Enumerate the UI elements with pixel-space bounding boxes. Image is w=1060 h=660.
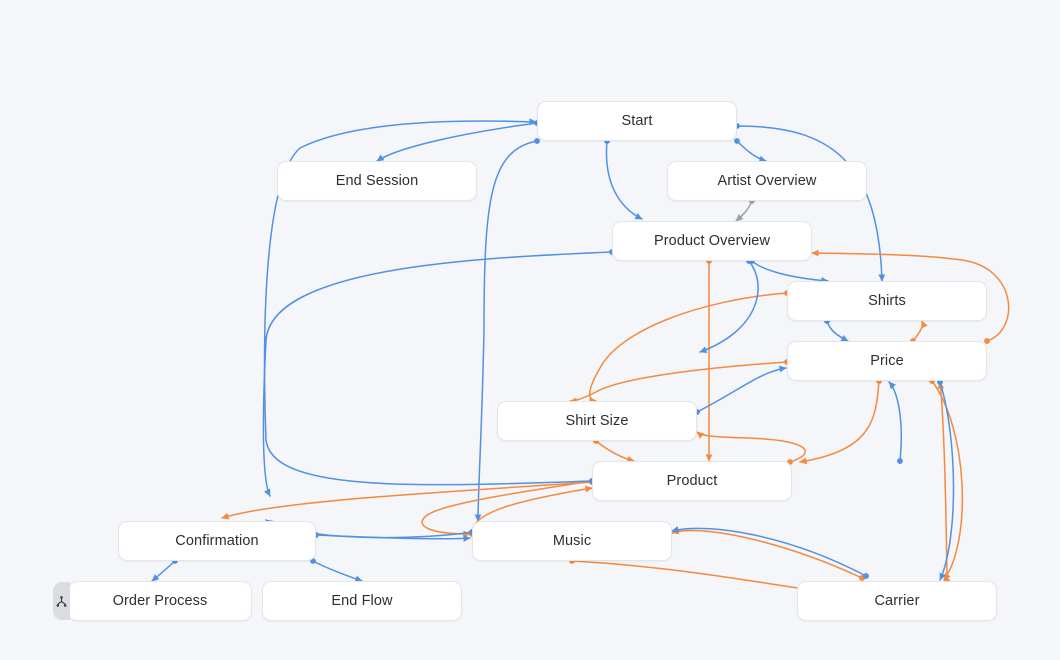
node-price[interactable]: Price: [787, 341, 987, 381]
edge-start-to-product_overview[interactable]: [604, 138, 643, 220]
node-label-carrier: Carrier: [874, 593, 920, 609]
node-label-product: Product: [666, 473, 718, 489]
node-label-start: Start: [621, 113, 653, 129]
edge-price-to-product[interactable]: [799, 378, 882, 465]
node-label-end_session: End Session: [335, 173, 419, 189]
hierarchy-icon[interactable]: [53, 582, 70, 620]
edge-product_overview-to-start[interactable]: [262, 249, 615, 497]
node-end_session[interactable]: End Session: [277, 161, 477, 201]
node-order_process[interactable]: Order Process: [53, 581, 252, 621]
edge-price-to-shirt_size[interactable]: [569, 359, 790, 405]
node-label-shirt_size: Shirt Size: [565, 413, 629, 429]
node-label-end_flow: End Flow: [331, 593, 393, 609]
edge-shirts-to-price[interactable]: [824, 318, 849, 342]
edge-carrier-to-price[interactable]: [937, 381, 950, 584]
node-label-artist_overview: Artist Overview: [717, 173, 817, 189]
edge-product_overview-to-shirt_size[interactable]: [699, 258, 759, 353]
node-music[interactable]: Music: [472, 521, 672, 561]
node-shirts[interactable]: Shirts: [787, 281, 987, 321]
node-label-product_overview: Product Overview: [653, 233, 771, 249]
edge-carrier-to-music[interactable]: [671, 527, 865, 581]
node-carrier[interactable]: Carrier: [797, 581, 997, 621]
node-artist_overview[interactable]: Artist Overview: [667, 161, 867, 201]
edge-start-to-artist_overview[interactable]: [734, 138, 767, 163]
node-label-confirmation: Confirmation: [175, 533, 259, 549]
node-label-shirts: Shirts: [868, 293, 906, 309]
edge-product_overview-to-shirts[interactable]: [749, 258, 829, 284]
node-label-music: Music: [552, 533, 592, 549]
edge-price-to-shirts[interactable]: [910, 320, 928, 344]
edge-product-to-price[interactable]: [888, 381, 903, 464]
edge-shirts-to-shirt_size[interactable]: [588, 290, 790, 404]
node-label-order_process: Order Process: [112, 593, 208, 609]
edge-shirt_size-to-price[interactable]: [694, 365, 787, 415]
edge-confirmation-to-music[interactable]: [313, 532, 471, 542]
edge-shirt_size-to-product[interactable]: [593, 438, 635, 463]
edge-price-to-carrier[interactable]: [929, 378, 964, 581]
edge-start-to-end_session[interactable]: [376, 120, 540, 162]
node-start[interactable]: Start: [537, 101, 737, 141]
node-product[interactable]: Product: [592, 461, 792, 501]
node-confirmation[interactable]: Confirmation: [118, 521, 316, 561]
node-shirt_size[interactable]: Shirt Size: [497, 401, 697, 441]
node-label-price: Price: [870, 353, 904, 369]
edge-confirmation-to-end_flow[interactable]: [310, 558, 363, 583]
edge-artist_overview-to-product_overview[interactable]: [735, 198, 755, 222]
edge-price-to-carrier[interactable]: [937, 379, 955, 581]
edge-carrier-to-music[interactable]: [671, 526, 869, 579]
edge-product-to-shirt_size[interactable]: [696, 431, 807, 465]
edge-product-to-confirmation[interactable]: [221, 479, 595, 520]
node-end_flow[interactable]: End Flow: [262, 581, 462, 621]
edge-confirmation-to-order_process[interactable]: [151, 558, 178, 582]
node-product_overview[interactable]: Product Overview: [612, 221, 812, 261]
edge-start-to-music[interactable]: [474, 138, 540, 522]
